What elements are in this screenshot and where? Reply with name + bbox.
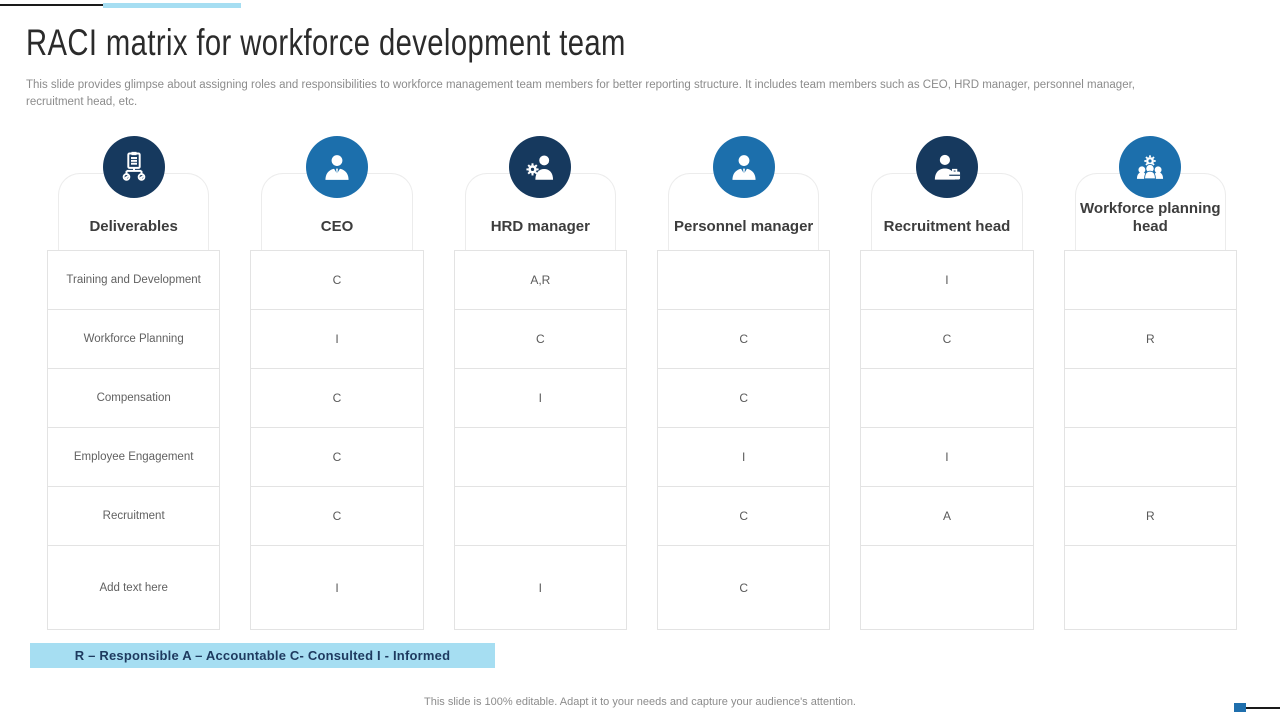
- column-header-label: Recruitment head: [883, 218, 1011, 236]
- matrix-cell: [1063, 369, 1237, 428]
- top-accent-line: [0, 4, 104, 6]
- column-header: Workforce planning head: [1064, 136, 1237, 250]
- matrix-cell: C: [656, 310, 831, 369]
- org-chart-icon: [102, 136, 165, 198]
- person-briefcase-icon: [915, 136, 978, 198]
- matrix-cell: I: [250, 310, 424, 369]
- matrix-cell: [860, 546, 1034, 630]
- matrix-cell: [453, 428, 627, 487]
- column-header-label: Workforce planning head: [1080, 199, 1221, 236]
- column-header: Personnel manager: [657, 136, 830, 250]
- matrix-cell: I: [860, 250, 1034, 310]
- matrix-cell: C: [656, 487, 831, 546]
- matrix-cell: C: [250, 250, 424, 310]
- matrix-cell: I: [453, 546, 627, 630]
- matrix-cell: C: [656, 546, 831, 630]
- column-header-label: Personnel manager: [674, 218, 814, 236]
- column-header: Recruitment head: [860, 136, 1033, 250]
- page-subtitle: This slide provides glimpse about assign…: [26, 79, 1135, 108]
- matrix-cell: I: [860, 428, 1034, 487]
- matrix-cell: [860, 369, 1034, 428]
- matrix-cell: C: [250, 428, 424, 487]
- team-gear-icon: [1119, 136, 1182, 198]
- row-label-cell: Recruitment: [47, 487, 221, 546]
- column-header-label: HRD manager: [490, 218, 590, 236]
- top-accent-bar: [103, 3, 241, 8]
- matrix-cell: [1063, 546, 1237, 630]
- legend-bar: R – Responsible A – Accountable C- Consu…: [30, 643, 495, 668]
- bottom-accent-square: [1234, 703, 1246, 712]
- column-header: HRD manager: [454, 136, 627, 250]
- column-header: CEO: [250, 136, 423, 250]
- matrix-cell: C: [656, 369, 831, 428]
- column-header: Deliverables: [47, 136, 220, 250]
- person-icon: [305, 136, 368, 198]
- legend-text: R – Responsible A – Accountable C- Consu…: [74, 648, 451, 663]
- matrix-cell: [1063, 428, 1237, 487]
- person-icon: [712, 136, 775, 198]
- matrix-cell: C: [453, 310, 627, 369]
- column-header-card: Personnel manager: [667, 173, 820, 250]
- row-label-cell: Employee Engagement: [47, 428, 221, 487]
- column-header-label: Deliverables: [89, 218, 178, 236]
- person-gear-icon: [509, 136, 572, 198]
- column-header-card: Workforce planning head: [1074, 173, 1226, 250]
- matrix-cell: I: [453, 369, 627, 428]
- matrix-cell: I: [656, 428, 831, 487]
- row-label-cell: Add text here: [47, 546, 221, 630]
- matrix-cell: I: [250, 546, 424, 630]
- matrix-cell: C: [250, 369, 424, 428]
- bottom-accent-line: [1246, 707, 1280, 709]
- column-header-card: CEO: [261, 173, 413, 250]
- matrix-cell: C: [860, 310, 1034, 369]
- matrix-cell: [453, 487, 627, 546]
- matrix-cell: R: [1063, 310, 1237, 369]
- matrix-cell: [656, 250, 831, 310]
- matrix-cell: A: [860, 487, 1034, 546]
- row-label-cell: Compensation: [47, 369, 221, 428]
- matrix-cell: [1063, 250, 1237, 310]
- matrix-cell: A,R: [453, 250, 627, 310]
- column-header-card: HRD manager: [464, 173, 616, 250]
- matrix-cell: C: [250, 487, 424, 546]
- row-label-cell: Training and Development: [47, 250, 221, 310]
- row-label-cell: Workforce Planning: [47, 310, 221, 369]
- matrix-cell: R: [1063, 487, 1237, 546]
- column-header-label: CEO: [320, 218, 354, 236]
- page-title: RACI matrix for workforce development te…: [26, 22, 626, 63]
- footer-note: This slide is 100% editable. Adapt it to…: [424, 696, 856, 708]
